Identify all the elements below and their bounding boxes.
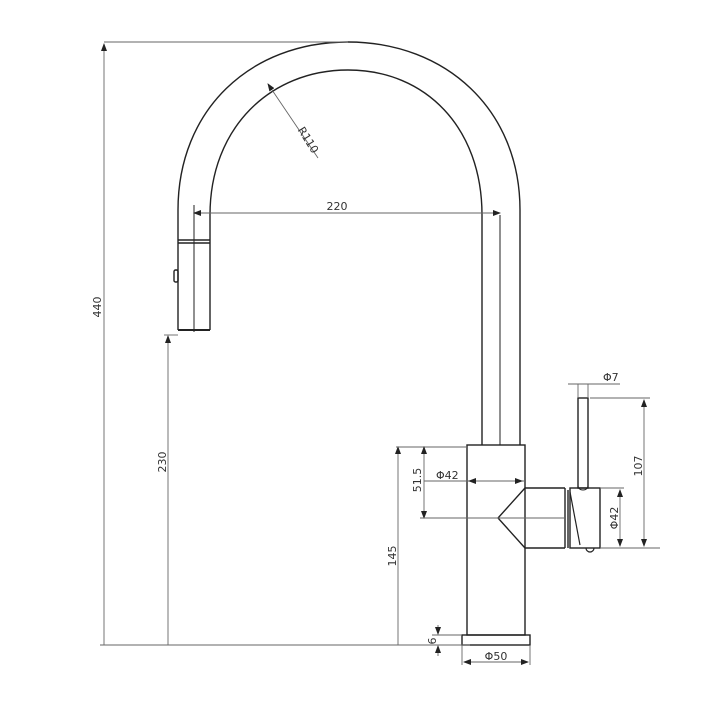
label-body-diameter: Φ42 (436, 469, 459, 482)
spout-outer-arc (177, 41, 521, 445)
label-lever-diameter: Φ7 (603, 371, 619, 384)
label-spout-reach: 220 (327, 200, 348, 213)
dimension-labels: 440 220 R110 230 145 51.5 Φ42 Φ42 107 Φ7… (91, 125, 645, 663)
lever (577, 397, 589, 489)
faucet-body (466, 444, 526, 636)
label-handle-diameter: Φ42 (608, 507, 621, 530)
spray-button (173, 269, 179, 283)
label-base-thickness: 6 (426, 638, 439, 645)
label-spout-outlet-height: 230 (156, 452, 169, 473)
label-spout-radius: R110 (295, 125, 321, 156)
label-lever-height: 107 (632, 456, 645, 477)
label-base-diameter: Φ50 (485, 650, 508, 663)
label-body-height: 145 (386, 546, 399, 567)
spout-inner-arc (209, 69, 483, 445)
faucet-base (461, 634, 531, 646)
dimension-lines (100, 41, 660, 665)
label-overall-height: 440 (91, 297, 104, 318)
label-handle-offset: 51.5 (411, 468, 424, 493)
